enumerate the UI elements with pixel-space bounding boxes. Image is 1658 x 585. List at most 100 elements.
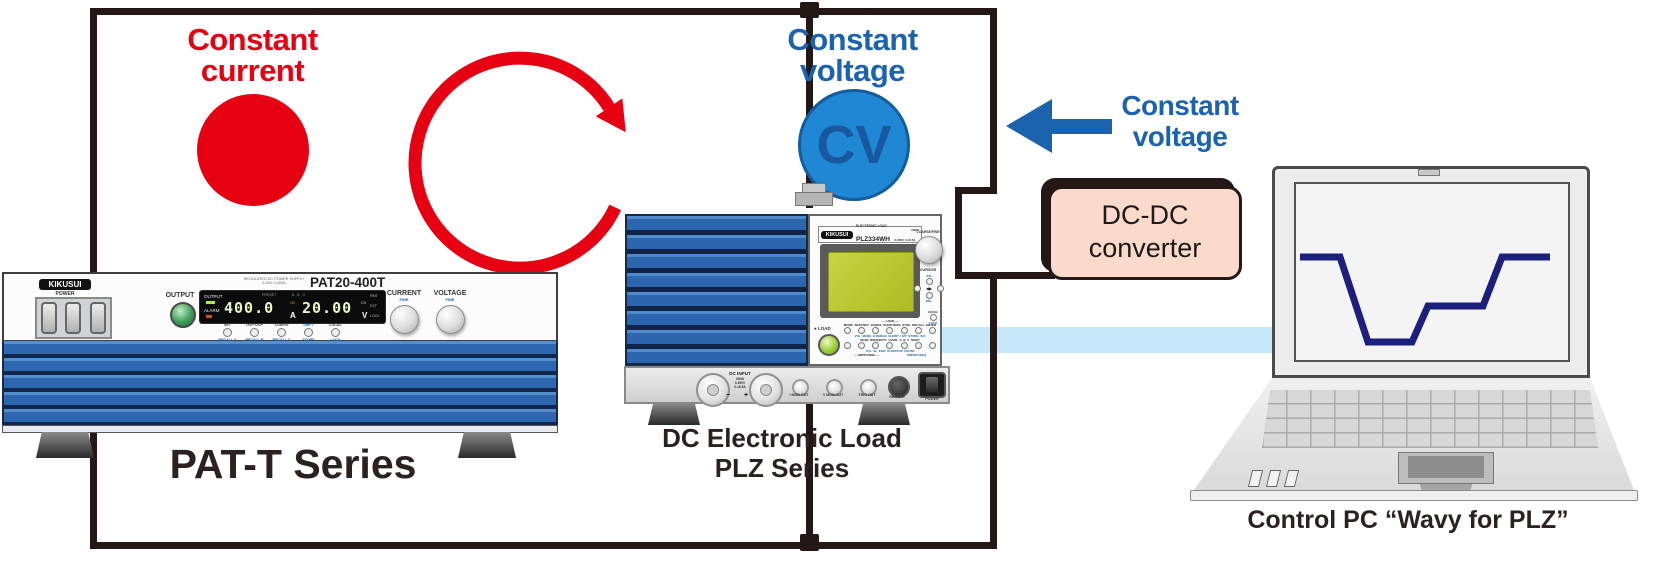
plz-button-dot [886, 327, 894, 334]
pat-cv-indicator: CV [361, 301, 367, 305]
plz-button-dot [858, 342, 866, 349]
pat-subtitle-line2: 0-20V 0-400A [262, 281, 286, 285]
pat-power-label: POWER [55, 291, 75, 297]
plz-button-dot [858, 327, 866, 334]
pat-display: OUTPUT ALARM PRESET A B C 400.0 OC A 20.… [199, 290, 386, 324]
pat-current-knob [389, 305, 419, 334]
pat-heatsink-fins [2, 341, 558, 425]
constant-current-dot [197, 94, 309, 206]
breaker-rocker [41, 302, 58, 334]
pat-fn-shift: SHIFT [303, 323, 314, 327]
wire-connector-bottom [800, 534, 819, 551]
plz-rotary-knob [915, 236, 943, 264]
pat-series-caption: PAT-T Series [169, 441, 417, 487]
plz-watt-label: 330W [911, 228, 919, 232]
pat-fn-recall-a: RECALL A [218, 338, 237, 342]
pat-display-preset: PRESET [262, 293, 277, 297]
breaker-rocker [65, 302, 82, 334]
plz-caption-line1: DC Electronic Load [662, 423, 902, 453]
constant-current-line2: current [200, 53, 305, 88]
pat-display-alarm-label: ALARM [204, 308, 220, 313]
plz-coarse-fine-label: COARSE/FINE [916, 230, 940, 234]
pat-current-unit: A [290, 311, 296, 320]
pat-fn-lock: LOCK [330, 338, 341, 342]
cursor-arrows-icon: ◀▶ [925, 286, 933, 291]
plz-button-dot [886, 342, 894, 349]
plz-heatsink-fins [625, 214, 808, 366]
vent-slot [1265, 470, 1282, 487]
pat-fn-recall-c: RECALL C [272, 338, 291, 342]
plz-dc-spec-a: 0-16.5A [734, 385, 746, 389]
pat-fn-config-button [277, 328, 286, 337]
pat-current-knob-sub: FINE [399, 297, 409, 302]
plz-minus-mark: − [726, 392, 731, 399]
plz-model-label: PLZ334WH [856, 235, 890, 243]
plz-header: KIKUSUI ELECTRONIC LOAD PLZ334WH 0-650V … [818, 224, 922, 243]
plz-vmon-jack [826, 379, 843, 396]
pat-fn-shift-button [304, 328, 313, 337]
plz-button-dot [872, 342, 880, 349]
terminal-center [760, 384, 772, 396]
plz-group-switching-label: — SWITCHING — [853, 353, 879, 357]
plz-button-dot [872, 327, 880, 334]
laptop-screen [1294, 182, 1570, 362]
plz-local-button [929, 314, 937, 321]
constant-voltage-arrow-icon [1006, 99, 1112, 153]
laptop-keyboard [1262, 390, 1598, 448]
cursor-left-button [914, 285, 921, 292]
plz-group-preset-label: PRESET/SEQ [906, 353, 926, 357]
wire-right-jog [955, 187, 997, 194]
constant-voltage-arrow-line1: Constant [1121, 90, 1239, 121]
pat-brand-badge: KIKUSUI [39, 279, 91, 290]
cursor-right-button [937, 285, 944, 292]
output-led [206, 301, 215, 304]
plz-electronic-load: KIKUSUI ELECTRONIC LOAD PLZ334WH 0-650V … [622, 183, 952, 407]
pat-fn-ovp-ocp: OVP·OCP [246, 323, 263, 327]
laptop-touchpad-flap [1420, 484, 1472, 495]
plz-load-button [818, 334, 840, 356]
plz-top-plug-cap [802, 183, 826, 193]
plz-button-dot [928, 342, 936, 349]
pat-bottom-strip [2, 425, 558, 433]
constant-voltage-top-label: Constant voltage [745, 24, 960, 86]
pat-oc-indicator: OC [290, 301, 296, 305]
laptop-touchpad [1398, 452, 1494, 484]
pat-fn-set-button [223, 328, 232, 337]
alarm-led [206, 315, 212, 318]
pat-model: PAT20-400T [310, 275, 386, 290]
wire-dcdc-stub [955, 272, 1055, 279]
plz-plus-mark: + [744, 392, 749, 399]
cursor-del-label: DEL [926, 299, 932, 303]
pat-output-label: OUTPUT [165, 292, 195, 299]
plz-dc-terminal-plus [749, 373, 783, 407]
wire-right-upper [990, 8, 997, 193]
wire-top [90, 8, 997, 15]
laptop-vent-slots [1247, 470, 1300, 487]
plz-foot-right [858, 403, 910, 425]
cursor-up-button [925, 278, 933, 285]
pat-foot-right [458, 432, 516, 458]
constant-voltage-top-line1: Constant [787, 22, 918, 57]
plz-remote-connector [888, 376, 910, 398]
plz-caption-line2: PLZ Series [714, 453, 850, 483]
plz-local-label: LOCAL [927, 310, 939, 314]
plz-btn-row2-sublabels: %TL SL EDIT RUN/STOP PAUSE [865, 349, 915, 353]
plz-load-text: LOAD [817, 326, 831, 331]
plz-button-dot [914, 327, 922, 334]
usb-link-band [935, 327, 1285, 353]
plz-button-dot [900, 342, 908, 349]
pat-front-panel: KIKUSUI POWER OUTPUT REGULATED DC POWER … [2, 272, 558, 342]
wire-connector-top [800, 2, 819, 18]
plz-front-panel: KIKUSUI ELECTRONIC LOAD PLZ334WH 0-650V … [808, 214, 944, 366]
pat-voltage-unit: V [362, 311, 368, 320]
pat-current-knob-label: CURRENT [386, 290, 422, 297]
plz-dc-specs: 330W 0-650V 0-16.5A [726, 377, 754, 389]
constant-voltage-top-line2: voltage [799, 53, 906, 88]
plz-lcd-bezel [820, 244, 920, 318]
plz-terminal-strip: DC INPUT 330W 0-650V 0-16.5A − + I MON O… [624, 366, 950, 407]
plz-foot-left [648, 403, 700, 425]
plz-lock-label: LOCK [928, 321, 938, 325]
plz-vmon-label: V MON OUT [822, 393, 844, 397]
